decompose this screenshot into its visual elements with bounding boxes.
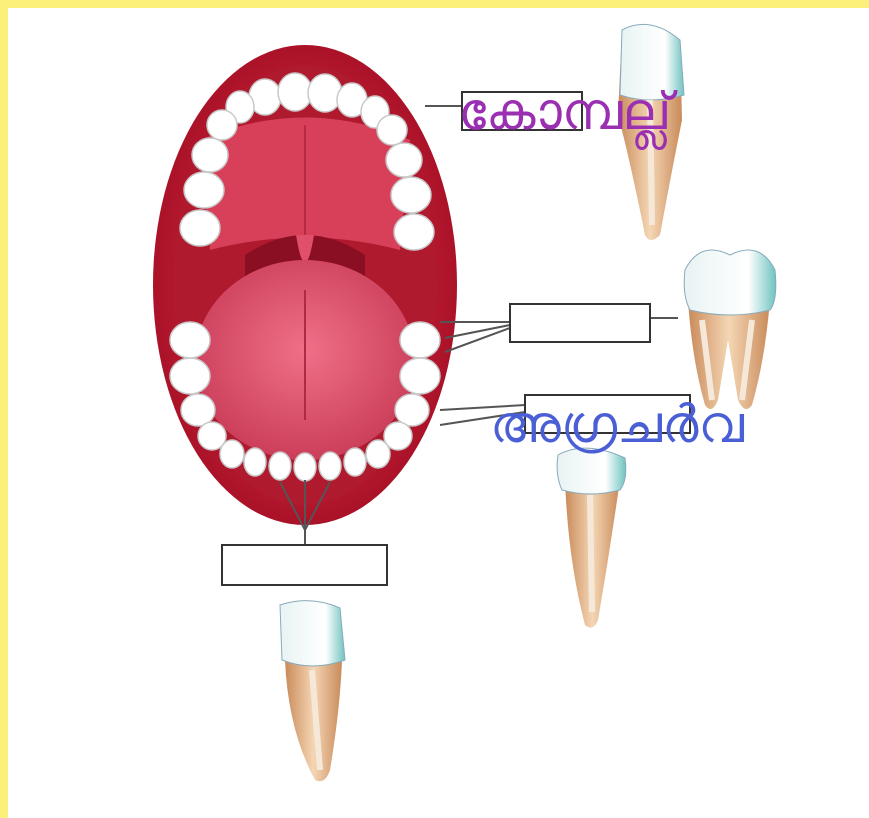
label-box-molar bbox=[510, 304, 650, 342]
premolar-tooth-icon bbox=[557, 448, 626, 627]
open-mouth-icon bbox=[153, 45, 457, 525]
canine-label: കോമ്പല്ല് bbox=[458, 82, 672, 143]
label-box-incisor bbox=[222, 545, 387, 585]
molar-tooth-icon bbox=[684, 250, 776, 409]
premolar-label: അഗ്രചർവ bbox=[490, 395, 744, 456]
incisor-tooth-icon bbox=[280, 601, 345, 782]
